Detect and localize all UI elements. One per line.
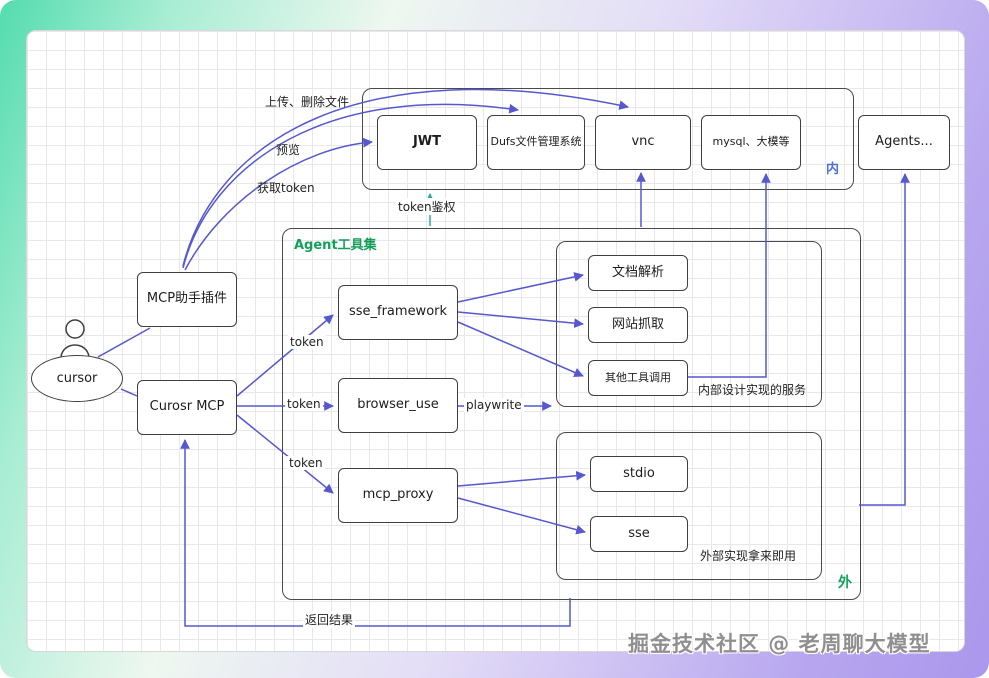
edge-return-result [180, 439, 571, 627]
edge-cursormcp-to-sse-framework [236, 314, 334, 397]
edge-mcpproxy-to-sse [457, 497, 586, 535]
edge-label-playwrite: playwrite [464, 398, 524, 412]
edge-plugin-to-jwt [184, 137, 373, 271]
edge-mcpproxy-to-stdio [457, 470, 586, 487]
edge-plugin-to-dufs [182, 103, 519, 269]
edge-sseframework-to-othertools [457, 321, 584, 377]
node-jwt: JWT [377, 115, 477, 170]
edge-othertools-to-mysql [688, 173, 771, 378]
edge-label-return-result: 返回结果 [303, 611, 356, 628]
internal-services-container [556, 241, 822, 407]
node-dufs: Dufs文件管理系统 [487, 115, 585, 170]
edge-label-token-2: token [285, 397, 323, 411]
node-cursor-mcp: Curosr MCP [137, 380, 237, 435]
external-ready-container [556, 432, 822, 580]
edge-label-upload-delete: 上传、删除文件 [265, 95, 350, 109]
edge-label-get-token: 获取token [257, 181, 315, 195]
node-agents: Agents... [858, 115, 950, 170]
edge-label-token-auth: token鉴权 [396, 198, 458, 215]
node-other-tools: 其他工具调用 [588, 360, 688, 396]
edge-cursor-to-cursormcp [120, 388, 138, 397]
internal-services-label: 内部设计实现的服务 [698, 383, 807, 397]
node-vnc: vnc [595, 115, 691, 170]
edge-label-token-3: token [287, 456, 325, 470]
agent-toolkit-label: Agent工具集 [294, 238, 377, 253]
node-mcp-plugin: MCP助手插件 [137, 272, 237, 327]
watermark-text: 掘金技术社区 @ 老周聊大模型 [628, 632, 931, 656]
edge-label-preview: 预览 [276, 143, 301, 157]
edge-toolkit-to-agents [859, 173, 910, 506]
inner-zone-label: 内 [826, 162, 840, 177]
node-stdio: stdio [590, 456, 688, 492]
node-mysql: mysql、大模等 [701, 115, 801, 170]
node-browser-use: browser_use [338, 378, 458, 433]
outer-zone-label: 外 [838, 575, 852, 591]
edge-cursormcp-to-mcp-proxy [236, 414, 334, 494]
person-icon [60, 319, 90, 358]
edge-label-token-1: token [288, 335, 326, 349]
inner-zone-container [362, 88, 854, 190]
node-mcp-proxy: mcp_proxy [338, 468, 458, 523]
agent-toolkit-container [282, 228, 861, 600]
node-sse: sse [590, 516, 688, 552]
node-cursor: cursor [31, 355, 123, 402]
node-web-scrape: 网站抓取 [588, 307, 688, 343]
edge-plugin-to-vnc [182, 88, 629, 267]
edge-cursor-to-plugin [97, 327, 151, 358]
edge-sseframework-to-webscrape [457, 311, 584, 329]
external-ready-label: 外部实现拿来即用 [700, 549, 797, 563]
edge-sseframework-to-docparse [457, 272, 584, 303]
node-doc-parse: 文档解析 [588, 255, 688, 291]
node-sse-framework: sse_framework [338, 285, 458, 340]
